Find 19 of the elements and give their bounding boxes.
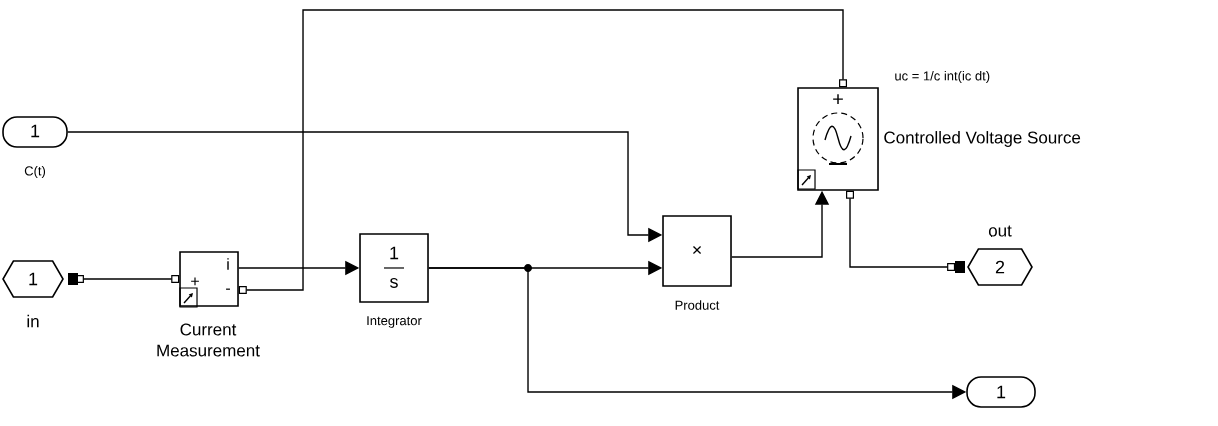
connector xyxy=(238,9,847,294)
port-block: 1 xyxy=(966,376,1036,408)
block-label: in xyxy=(27,314,39,328)
port-block: 1 xyxy=(2,116,68,148)
connector xyxy=(75,275,180,283)
connection-port: 2 xyxy=(967,248,1033,286)
connector xyxy=(846,190,956,271)
function-block: + xyxy=(797,87,879,191)
function-block: + i - xyxy=(179,251,239,307)
block-label: out xyxy=(988,225,1012,237)
function-block: × xyxy=(662,215,732,287)
block-label: Integrator xyxy=(367,316,422,328)
block-label: C(t) xyxy=(24,165,46,179)
block-label: Current Measurement xyxy=(157,323,260,357)
function-block: 1 s xyxy=(359,233,429,303)
connection-port: 1 xyxy=(2,260,64,298)
block-label: uc = 1/c int(ic dt) xyxy=(895,70,990,84)
block-label: Product xyxy=(675,300,720,310)
block-label: Controlled Voltage Source xyxy=(884,131,1081,147)
